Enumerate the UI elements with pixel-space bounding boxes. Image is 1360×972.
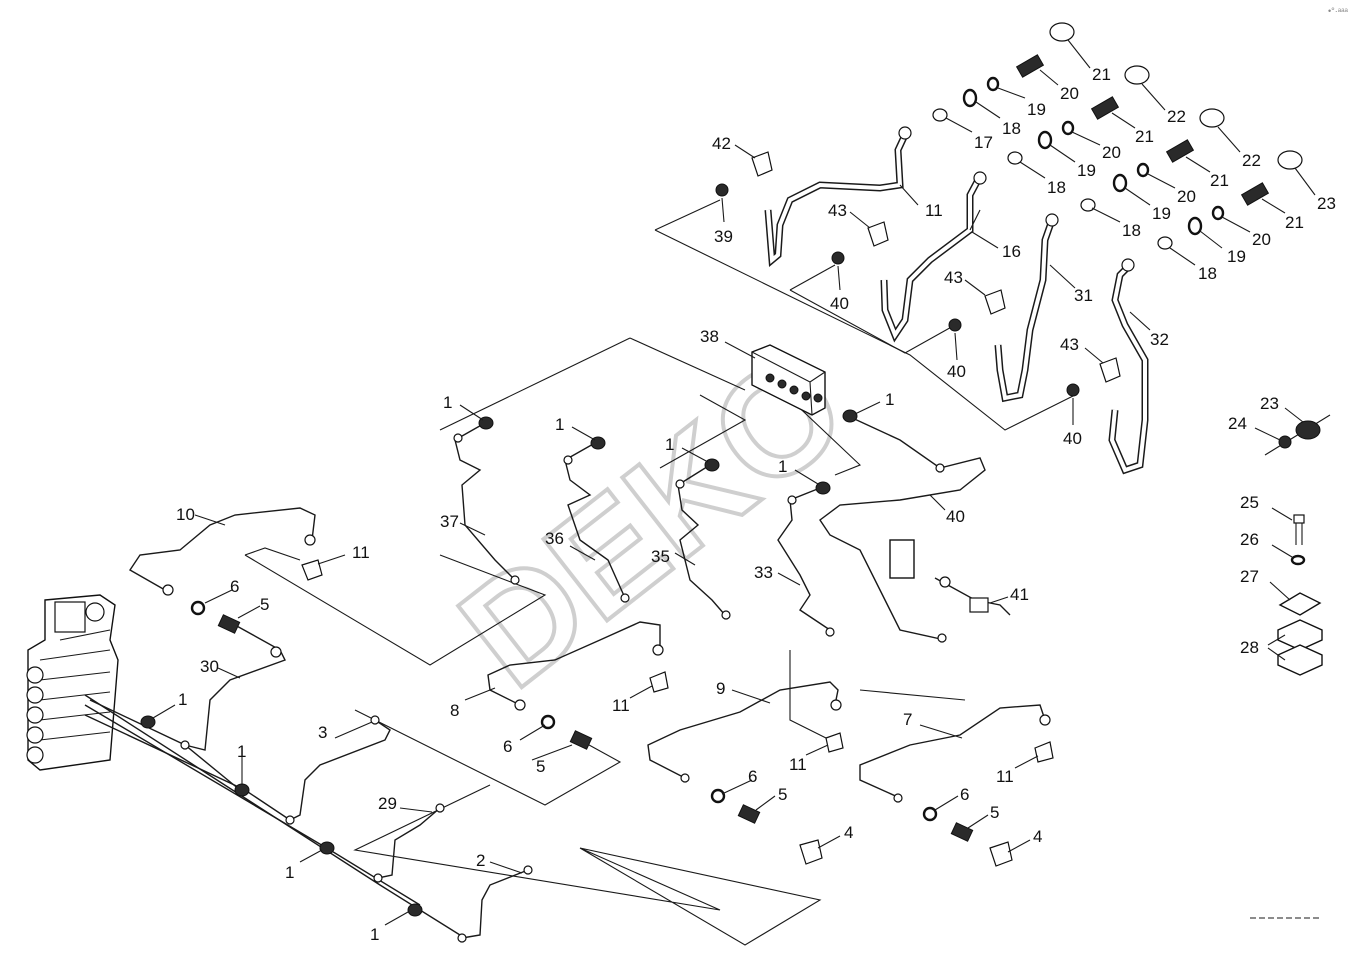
label-5: 5 [990, 803, 999, 822]
plane-outlines [244, 199, 1076, 946]
label-43: 43 [1060, 335, 1079, 354]
label-1: 1 [237, 742, 246, 761]
label-22: 22 [1167, 107, 1186, 126]
label-33: 32 [1150, 330, 1169, 349]
label-1: 1 [665, 435, 674, 454]
label-32: 31 [1074, 286, 1093, 305]
label-20: 19 [1027, 100, 1046, 119]
label-40: 40 [1063, 429, 1082, 448]
label-2: 2 [476, 851, 485, 870]
label-20: 20 [1252, 230, 1271, 249]
label-18: 18 [1122, 221, 1141, 240]
label-21: 21 [1210, 171, 1229, 190]
rubber-hoses [764, 133, 1149, 475]
label-19: 19 [1152, 204, 1171, 223]
label-1: 1 [885, 390, 894, 409]
label-4: 4 [1033, 827, 1042, 846]
label-11: 11 [789, 755, 807, 774]
manifold-block-39 [751, 344, 826, 416]
label-1: 1 [370, 925, 379, 944]
label-23: 22 [1242, 151, 1261, 170]
label-11: 11 [612, 696, 630, 715]
label-43: 42 [712, 134, 731, 153]
label-1: 1 [178, 690, 187, 709]
label-6: 6 [230, 577, 239, 596]
label-29: 28 [1240, 638, 1259, 657]
label-20: 20 [1102, 143, 1121, 162]
corner-mark: •°·ᵃᵃᵃ [1328, 6, 1348, 16]
label-9: 9 [716, 679, 725, 698]
label-40: 40 [830, 294, 849, 313]
label-1: 1 [555, 415, 564, 434]
label-18: 18 [1198, 264, 1217, 283]
label-40: 39 [714, 227, 733, 246]
label-1: 1 [285, 863, 294, 882]
label-40: 40 [947, 362, 966, 381]
label-22: 21 [1092, 65, 1111, 84]
label-38: 37 [440, 512, 459, 531]
label-7: 7 [903, 710, 912, 729]
label-21: 21 [1285, 213, 1304, 232]
label-39: 38 [700, 327, 719, 346]
label-10: 10 [176, 505, 195, 524]
label-17: 16 [1002, 242, 1021, 261]
label-1: 1 [443, 393, 452, 412]
label-8: 8 [450, 701, 459, 720]
label-6: 6 [748, 767, 757, 786]
leader-lines [152, 39, 1316, 926]
label-11: 11 [996, 767, 1014, 786]
label-4: 4 [844, 823, 853, 842]
label-19: 18 [1002, 119, 1021, 138]
label-25: 24 [1228, 414, 1247, 433]
fittings [140, 22, 1331, 943]
label-43: 43 [944, 268, 963, 287]
label-16: 11 [925, 201, 943, 220]
label-1: 1 [778, 457, 787, 476]
label-6: 6 [960, 785, 969, 804]
label-23: 23 [1317, 194, 1336, 213]
label-31: 30 [200, 657, 219, 676]
label-18: 17 [974, 133, 993, 152]
part-labels: 1 1 1 1 1 1 1 1 1 2 3 4 4 5 5 5 5 6 6 6 … [176, 6, 1348, 944]
label-19: 19 [1227, 247, 1246, 266]
label-30: 29 [378, 794, 397, 813]
label-36: 35 [651, 547, 670, 566]
label-5: 5 [260, 595, 269, 614]
label-42: 41 [1010, 585, 1029, 604]
label-19: 19 [1077, 161, 1096, 180]
label-43: 43 [828, 201, 847, 220]
label-37: 36 [545, 529, 564, 548]
label-6: 6 [503, 737, 512, 756]
label-27: 26 [1240, 530, 1259, 549]
label-26: 25 [1240, 493, 1259, 512]
label-5: 5 [536, 757, 545, 776]
label-18: 18 [1047, 178, 1066, 197]
label-5: 5 [778, 785, 787, 804]
label-11: 11 [352, 543, 370, 562]
label-21: 21 [1135, 127, 1154, 146]
label-24: 23 [1260, 394, 1279, 413]
label-21: 20 [1060, 84, 1079, 103]
label-41: 40 [946, 507, 965, 526]
label-20: 20 [1177, 187, 1196, 206]
label-3: 3 [318, 723, 327, 742]
label-28: 27 [1240, 567, 1259, 586]
steel-tubes [84, 415, 1046, 939]
label-35: 33 [754, 563, 773, 582]
control-valve-block [26, 594, 119, 771]
